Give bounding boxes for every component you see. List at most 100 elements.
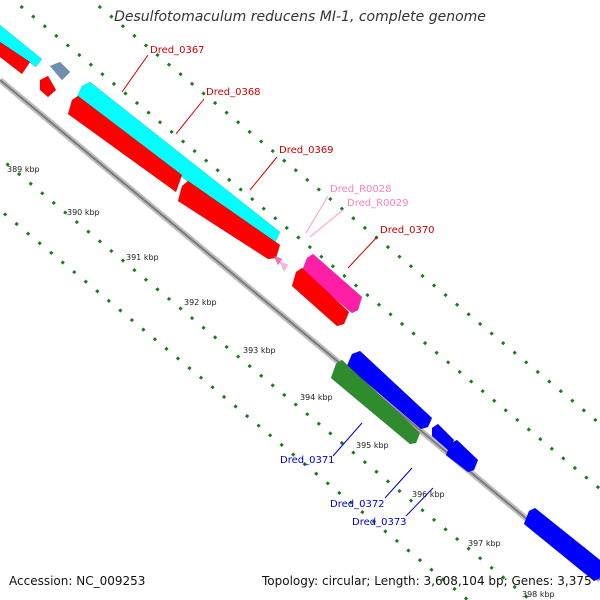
tick-mark xyxy=(28,181,33,186)
tick-mark xyxy=(353,283,359,288)
tick-mark xyxy=(549,446,554,451)
tick-mark xyxy=(339,206,344,211)
tick-mark xyxy=(291,452,296,457)
tick-mark xyxy=(316,421,321,426)
tick-mark xyxy=(284,225,289,230)
trna-dred-r0029[interactable] xyxy=(279,261,289,272)
tick-mark xyxy=(244,413,250,419)
tick-mark xyxy=(83,279,88,284)
tick-mark xyxy=(342,273,347,279)
tick-mark xyxy=(328,196,333,202)
tick-mark xyxy=(120,258,126,263)
tick-mark xyxy=(261,206,266,211)
cds-forward-dred0368[interactable] xyxy=(75,81,281,246)
tick-mark xyxy=(351,216,356,221)
tick-mark xyxy=(512,350,517,355)
tick-mark xyxy=(293,168,298,173)
tick-mark xyxy=(270,148,275,154)
cds-forward-lower[interactable] xyxy=(523,507,600,582)
tick-mark xyxy=(570,398,575,403)
tick-mark xyxy=(233,404,238,409)
tick-mark xyxy=(307,244,312,250)
tick-mark xyxy=(408,498,414,503)
tick-mark xyxy=(524,360,529,365)
gene-label-dred0372[interactable]: Dred_0372 xyxy=(330,499,385,510)
gene-label-dred0367[interactable]: Dred_0367 xyxy=(150,45,205,56)
tick-mark xyxy=(189,316,195,321)
tick-mark xyxy=(431,283,437,288)
tick-mark xyxy=(201,91,206,96)
tick-mark xyxy=(452,586,457,592)
leader-dred0368 xyxy=(175,98,205,135)
tick-mark xyxy=(155,52,160,58)
tick-mark xyxy=(109,248,114,254)
tick-mark xyxy=(376,302,382,307)
tick-mark xyxy=(561,456,566,461)
tick-mark xyxy=(434,350,439,355)
tick-mark xyxy=(270,383,275,388)
tick-mark xyxy=(31,14,36,19)
tick-mark xyxy=(397,488,402,494)
tick-mark xyxy=(408,264,414,269)
cds-forward-upper[interactable] xyxy=(0,24,43,68)
cds-reverse-dred0371[interactable] xyxy=(330,359,421,445)
tick-mark xyxy=(63,210,68,215)
tick-mark xyxy=(593,417,598,423)
tick-mark xyxy=(385,244,391,250)
tick-mark xyxy=(446,360,451,365)
cds-reverse-upper[interactable] xyxy=(0,41,31,75)
leader-dred-r0029 xyxy=(309,208,345,238)
tick-mark xyxy=(5,162,10,167)
tick-mark xyxy=(132,33,137,38)
gene-label-dred0373[interactable]: Dred_0373 xyxy=(352,517,407,528)
tick-mark xyxy=(178,306,183,311)
tick-mark xyxy=(212,100,218,106)
tick-mark xyxy=(420,273,425,279)
gene-label-dred-r0029[interactable]: Dred_R0029 xyxy=(347,198,409,209)
tick-mark xyxy=(371,519,376,524)
tick-mark xyxy=(247,129,252,134)
gene-label-dred0370[interactable]: Dred_0370 xyxy=(380,225,435,236)
cds-reverse-small[interactable] xyxy=(39,75,57,98)
tick-mark xyxy=(198,375,204,380)
kbp-label-390: 390 kbp xyxy=(67,208,100,217)
tick-mark xyxy=(201,325,206,330)
cds-forward-dred0373[interactable] xyxy=(445,439,479,473)
kbp-label-392: 392 kbp xyxy=(184,298,217,307)
tick-mark xyxy=(547,379,552,384)
kbp-label-396: 396 kbp xyxy=(412,490,445,499)
tick-mark xyxy=(40,191,45,196)
gene-label-dred0368[interactable]: Dred_0368 xyxy=(206,87,261,98)
cds-forward-small[interactable] xyxy=(49,61,71,81)
tick-mark xyxy=(109,14,114,19)
tick-mark xyxy=(134,100,140,106)
tick-mark xyxy=(268,433,273,438)
gene-features[interactable] xyxy=(0,24,600,582)
tick-mark xyxy=(503,408,508,413)
kbp-label-395: 395 kbp xyxy=(356,441,389,450)
gene-label-dred-r0028[interactable]: Dred_R0028 xyxy=(330,184,392,195)
tick-mark xyxy=(224,110,229,115)
tick-mark xyxy=(293,402,298,407)
tick-mark xyxy=(558,389,563,394)
tick-mark xyxy=(302,461,307,467)
tick-mark xyxy=(54,33,59,38)
tick-mark xyxy=(417,558,423,563)
leader-dred0370 xyxy=(347,236,378,269)
tick-mark xyxy=(118,308,123,313)
cds-reverse-dred0370[interactable] xyxy=(291,267,350,327)
tick-mark xyxy=(157,120,163,125)
tick-mark xyxy=(221,394,227,400)
cds-reverse-dred0367[interactable] xyxy=(67,95,183,193)
tick-mark xyxy=(512,584,517,590)
tick-mark xyxy=(178,72,183,77)
tick-mark xyxy=(325,481,330,486)
tick-mark xyxy=(351,450,356,455)
tick-mark xyxy=(385,479,391,484)
gene-label-dred0369[interactable]: Dred_0369 xyxy=(279,145,334,156)
gene-label-dred0371[interactable]: Dred_0371 xyxy=(280,455,335,466)
tick-mark xyxy=(279,442,284,448)
tick-mark xyxy=(14,221,19,227)
